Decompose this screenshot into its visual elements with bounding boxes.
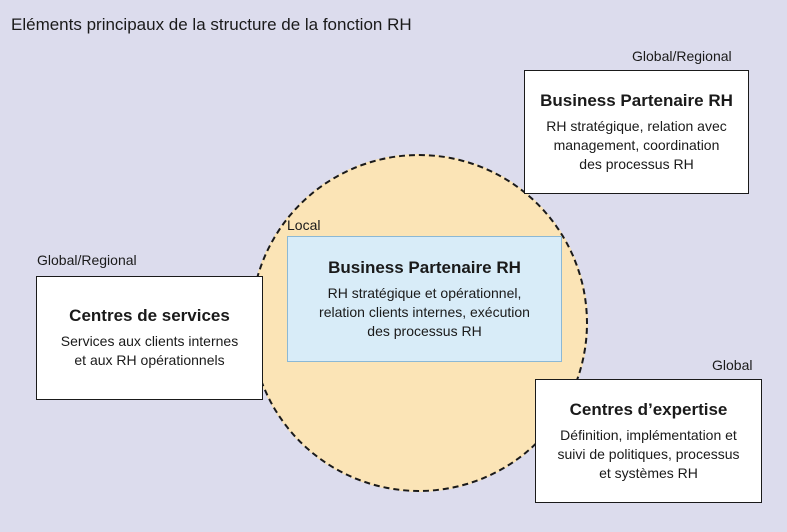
- local-region-label: Local: [287, 217, 321, 233]
- top-right-box-line-2: management, coordination: [553, 136, 720, 153]
- local-box-line-3: des processus RH: [367, 322, 482, 339]
- left-box-line-2: et aux RH opérationnels: [74, 352, 225, 368]
- local-box-line-1: RH stratégique et opérationnel,: [327, 284, 522, 301]
- bottom-right-box-line-1: Définition, implémentation et: [560, 426, 737, 443]
- left-region-label: Global/Regional: [37, 252, 137, 268]
- top-right-region-label: Global/Regional: [632, 48, 732, 64]
- left-box-line-1: Services aux clients internes: [60, 333, 239, 349]
- local-box-line-2: relation clients internes, exécution: [319, 303, 530, 320]
- bottom-right-box-line-2: suivi de politiques, processus: [557, 445, 740, 462]
- bottom-right-box-line-3: et systèmes RH: [599, 464, 698, 481]
- service-centers-box: Centres de services Services aux clients…: [36, 276, 263, 400]
- global-business-partner-box: Business Partenaire RH RH stratégique, r…: [524, 70, 749, 194]
- top-right-box-title: Business Partenaire RH: [540, 90, 733, 110]
- top-right-box-line-3: des processus RH: [579, 155, 694, 172]
- bottom-right-box-title: Centres d’expertise: [569, 399, 728, 419]
- expertise-centers-box: Centres d’expertise Définition, implémen…: [535, 379, 762, 503]
- bottom-right-region-label: Global: [712, 357, 753, 373]
- local-box-title: Business Partenaire RH: [328, 257, 521, 277]
- local-business-partner-box: Business Partenaire RH RH stratégique et…: [287, 236, 562, 362]
- left-box-title: Centres de services: [69, 306, 230, 325]
- diagram-title: Eléments principaux de la structure de l…: [11, 15, 412, 34]
- top-right-box-line-1: RH stratégique, relation avec: [546, 117, 727, 134]
